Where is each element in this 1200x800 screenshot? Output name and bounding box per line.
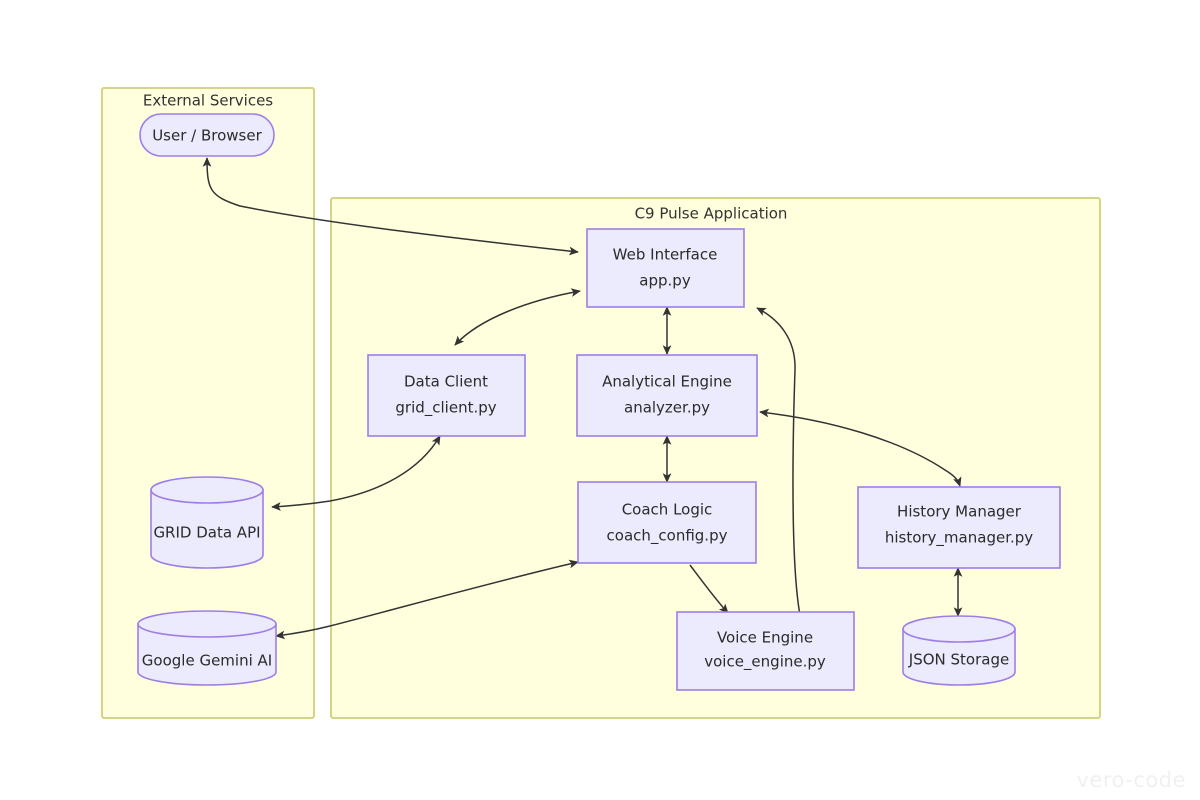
node-user-browser[interactable]: User / Browser [139,113,275,157]
node-coach-logic-shape[interactable] [577,481,757,564]
edge-client-grid [271,435,441,511]
node-analytical-engine-file: analyzer.py [624,399,710,417]
edge-coach-voice [689,564,729,614]
node-history-manager-title: History Manager [897,503,1022,521]
node-analytical-engine[interactable]: Analytical Engine analyzer.py [576,354,758,437]
node-json-storage-body[interactable] [902,628,1016,686]
node-history-manager[interactable]: History Manager history_manager.py [857,486,1061,569]
node-data-client-title: Data Client [404,373,488,391]
edge-engine-history [759,408,962,487]
node-grid-data-api-body[interactable] [150,489,264,569]
node-web-interface-shape[interactable] [586,228,745,308]
node-voice-engine[interactable]: Voice Engine voice_engine.py [676,611,855,691]
node-user-browser-shape[interactable] [139,113,275,157]
edge-user-web [202,157,579,256]
node-coach-logic-title: Coach Logic [622,501,713,519]
edge-voice-web [756,307,801,616]
node-google-gemini-ai-body[interactable] [137,623,277,686]
node-data-client-shape[interactable] [367,354,526,437]
node-history-manager-shape[interactable] [857,486,1061,569]
subgraph-app-title: C9 Pulse Application [635,205,788,223]
edge-layer [202,157,963,640]
node-web-interface-title: Web Interface [613,246,718,264]
node-google-gemini-ai[interactable]: Google Gemini AI [137,610,277,686]
node-history-manager-file: history_manager.py [885,529,1033,548]
node-coach-logic[interactable]: Coach Logic coach_config.py [577,481,757,564]
node-data-client-file: grid_client.py [395,399,496,418]
subgraph-external-title: External Services [143,92,273,110]
node-json-storage-label: JSON Storage [908,651,1009,669]
node-analytical-engine-title: Analytical Engine [602,373,732,391]
node-grid-data-api[interactable]: GRID Data API [150,476,264,569]
node-google-gemini-ai-label: Google Gemini AI [142,652,272,670]
node-web-interface[interactable]: Web Interface app.py [586,228,745,308]
watermark: vero-code [1076,768,1186,792]
node-voice-engine-title: Voice Engine [717,629,813,647]
node-analytical-engine-shape[interactable] [576,354,758,437]
node-voice-engine-file: voice_engine.py [704,653,826,672]
node-data-client[interactable]: Data Client grid_client.py [367,354,526,437]
node-grid-data-api-top [150,476,264,504]
node-google-gemini-ai-top [137,610,277,638]
node-coach-logic-file: coach_config.py [607,527,728,546]
node-web-interface-file: app.py [639,272,691,290]
edge-coach-gemini [275,559,579,640]
node-user-browser-label: User / Browser [152,127,262,145]
edge-web-client [454,288,581,346]
node-json-storage-top [902,615,1016,643]
node-json-storage[interactable]: JSON Storage [902,615,1016,686]
node-voice-engine-shape[interactable] [676,611,855,691]
node-grid-data-api-label: GRID Data API [153,524,260,542]
